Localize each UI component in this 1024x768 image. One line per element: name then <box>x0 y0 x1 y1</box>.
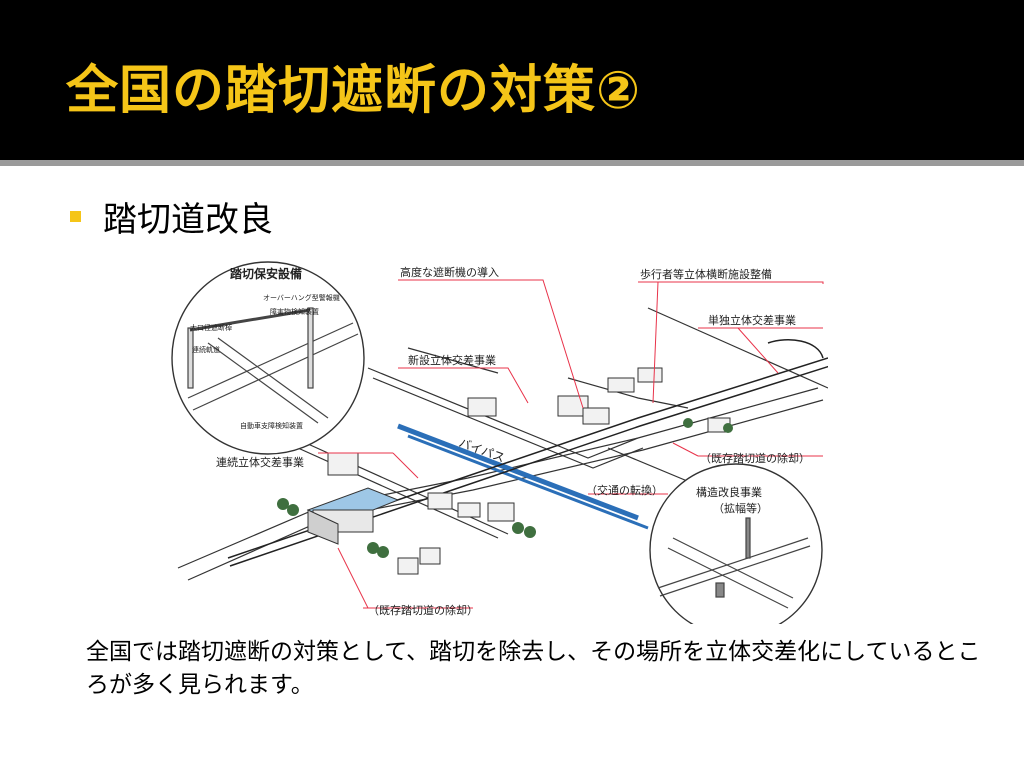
leader-lines <box>318 279 824 609</box>
label-support-detector: 自動車支障検知装置 <box>240 421 303 430</box>
slide-title: 全国の踏切遮断の対策② <box>66 61 642 121</box>
bullet-item: 踏切道改良 <box>70 192 273 240</box>
label-new-grade-separation: 新設立体交差事業 <box>408 353 496 367</box>
magnifier-safety-equipment <box>171 261 365 455</box>
river <box>397 423 649 530</box>
label-traffic-conversion: （交通の転換） <box>586 483 663 497</box>
crossing-improvement-illustration: 踏切保安設備 オーバーハング型警報機 障害物検知装置 大口径遮断棹 連続軌道 自… <box>171 261 828 624</box>
label-continuous-grade-separation: 連続立体交差事業 <box>216 455 304 469</box>
label-widening: （拡幅等） <box>713 501 768 515</box>
label-removal-existing-bottom: （既存踏切道の除却） <box>368 603 478 617</box>
slide-caption: 全国では踏切遮断の対策として、踏切を除去し、その場所を立体交差化にしているところ… <box>86 639 981 698</box>
label-single-grade-separation: 単独立体交差事業 <box>708 313 796 327</box>
bullet-text: 踏切道改良 <box>103 199 273 240</box>
label-continuous-track: 連続軌道 <box>192 345 220 354</box>
label-advanced-barrier: 高度な遮断機の導入 <box>400 265 499 279</box>
title-bar: 全国の踏切遮断の対策② <box>0 0 1024 160</box>
label-obstacle-detector: 障害物検知装置 <box>270 307 319 316</box>
label-safety-equipment: 踏切保安設備 <box>230 266 302 281</box>
label-structural-improvement: 構造改良事業 <box>696 485 762 499</box>
magnifier-structural-improvement <box>649 463 823 624</box>
illustration-labels: 踏切保安設備 オーバーハング型警報機 障害物検知装置 大口径遮断棹 連続軌道 自… <box>190 265 810 617</box>
buildings <box>327 367 731 575</box>
trees <box>277 418 733 558</box>
label-overhang-sign: オーバーハング型警報機 <box>263 293 340 302</box>
label-removal-existing-right: （既存踏切道の除却） <box>700 451 810 465</box>
station-building <box>306 487 400 545</box>
label-crossing-gate: 大口径遮断棹 <box>190 323 232 332</box>
label-pedestrian-overpass: 歩行者等立体横断施設整備 <box>640 267 772 281</box>
title-divider <box>0 160 1024 166</box>
bullet-square-icon <box>70 210 81 222</box>
